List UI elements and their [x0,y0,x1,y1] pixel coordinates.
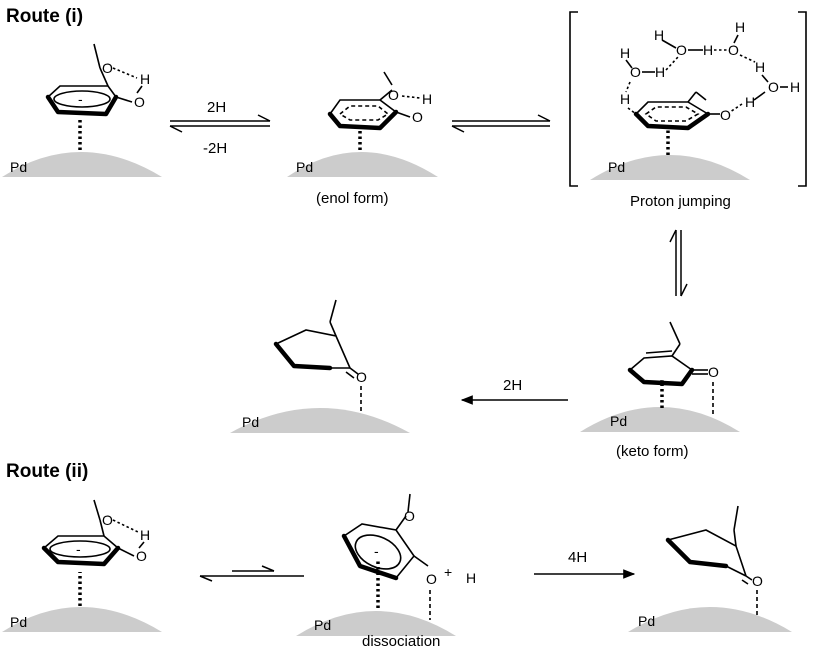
label-enol: (enol form) [316,190,389,207]
hydrogen-ring: H [620,91,630,107]
oxygen-hydroxyl: O [412,109,423,125]
oxygen: O [720,107,731,123]
enol-form: Pd O O H (enol form) [287,71,438,207]
route-ii-title: Route (ii) [6,461,88,482]
equilibrium-2h: 2H -2H [169,99,271,157]
arrow-2h-hydrogenation: 2H [460,377,568,405]
pd-surface [230,408,410,433]
oxygen-methoxy: O [404,508,415,524]
guaiacol-adsorbed-2: Pd - O O H [2,499,162,632]
arrow-4h-hydrogenation: 4H [534,549,636,579]
oxygen-water: O [676,42,687,58]
pd-label: Pd [10,159,27,175]
oxygen-hydroxyl: O [134,94,145,110]
oxygen-carbonyl: O [356,369,367,385]
keto-form: Pd O (keto form) [580,321,740,460]
equilibrium-2 [451,114,551,133]
pd-surface [590,155,750,180]
hydrogen: H [745,94,755,110]
charge-sign: - [78,91,83,107]
label-keto: (keto form) [616,443,689,460]
hydrogen: H [755,59,765,75]
equilibrium-vertical [669,229,688,297]
pd-surface [628,607,792,632]
oxygen-water: O [768,79,779,95]
pd-surface [2,607,162,632]
oxygen-methoxy: O [102,60,113,76]
label-dissociation: dissociation [362,633,440,650]
hydrogen: H [735,19,745,35]
oxygen-water: O [630,64,641,80]
oxygen-carbonyl: O [708,364,719,380]
pd-surface [296,611,456,636]
pd-label: Pd [638,613,655,629]
proton-jumping-complex: Pd O H H O H H O H H O H O H H [569,11,807,210]
ketone-product-2: Pd O [628,505,792,632]
pd-label: Pd [10,614,27,630]
oxygen-methoxy: O [388,87,399,103]
oxygen-methoxy: O [102,512,113,528]
plus-sign: + [444,564,452,580]
oxygen-phenoxide: O [426,571,437,587]
guaiacol-adsorbed-1: Pd - O O H [2,43,162,177]
route-i-title: Route (i) [6,6,83,27]
hydrogen: H [654,27,664,43]
oxygen-water: O [728,42,739,58]
charge-sign: - [374,543,379,559]
right-bracket [798,11,807,187]
label-minus-2h: -2H [203,140,227,157]
label-4h: 4H [568,549,587,566]
pd-surface [2,152,162,177]
hydrogen: H [655,64,665,80]
dissociated-intermediate: Pd - O O + H dissociation [296,493,476,650]
pd-surface [287,152,438,177]
charge-sign: - [76,541,81,557]
hydrogen: H [140,71,150,87]
pd-surface [580,407,740,432]
hydrogen: H [703,42,713,58]
pd-label: Pd [608,159,625,175]
pd-label: Pd [314,617,331,633]
hydrogen-free: H [466,570,476,586]
ketone-product-1: Pd O [230,299,410,433]
label-proton-jumping: Proton jumping [630,193,731,210]
hydrogen: H [790,79,800,95]
pd-label: Pd [242,414,259,430]
hydrogen: H [620,45,630,61]
hydrogen: H [422,91,432,107]
equilibrium-route-ii [199,565,304,582]
oxygen-carbonyl: O [752,573,763,589]
oxygen-hydroxyl: O [136,548,147,564]
pd-label: Pd [610,413,627,429]
left-bracket [569,11,578,187]
label-2h: 2H [503,377,522,394]
pd-label: Pd [296,159,313,175]
hydrogen: H [140,527,150,543]
label-2h: 2H [207,99,226,116]
